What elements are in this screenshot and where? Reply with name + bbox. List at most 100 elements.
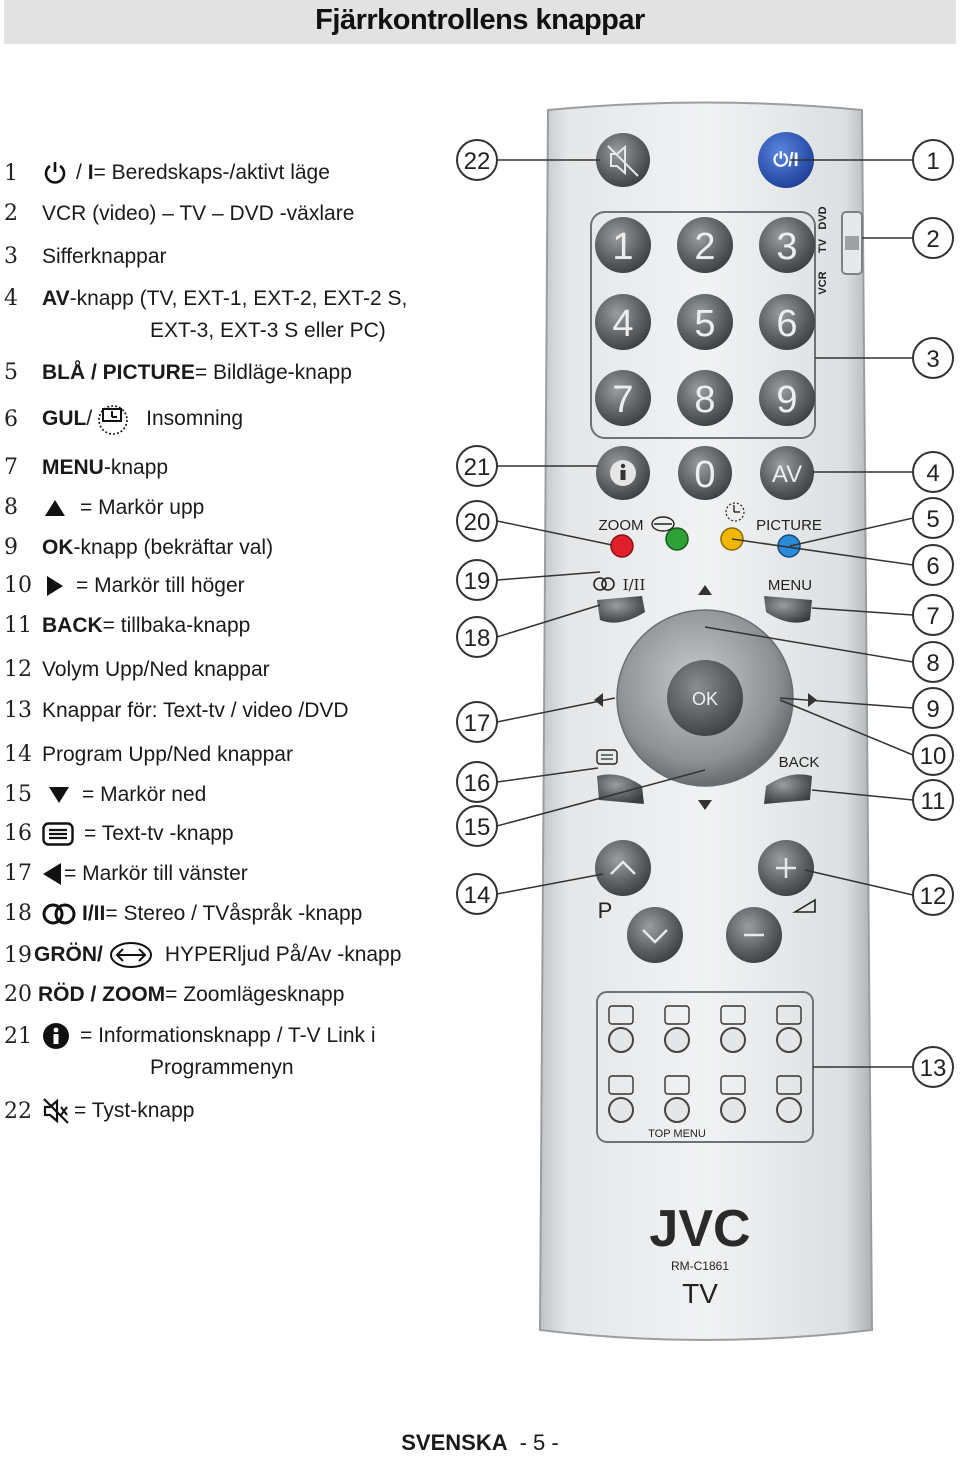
digit-button-0[interactable] xyxy=(678,446,732,500)
item-number: 20 xyxy=(4,982,32,1007)
legend-item-5: 5 BLÅ / PICTURE = Bildläge-knapp xyxy=(4,360,352,385)
callout-number: 15 xyxy=(464,814,491,841)
item-number: 7 xyxy=(4,455,18,480)
item-number: 8 xyxy=(4,495,18,520)
type-label: TV xyxy=(682,1278,718,1309)
item-text: Program Upp/Ned knappar xyxy=(42,742,293,766)
sleep-timer-icon xyxy=(94,402,132,436)
legend-item-13: 13 Knappar för: Text-tv / video /DVD xyxy=(4,698,349,723)
callout-circle xyxy=(456,701,498,743)
callout-circle xyxy=(456,559,498,601)
av-button[interactable] xyxy=(760,446,814,500)
program-up-button[interactable] xyxy=(595,840,651,896)
stereo-icon xyxy=(42,902,78,926)
digit-label-2: 2 xyxy=(694,226,715,268)
digit-label-5: 5 xyxy=(694,303,715,345)
callout-number: 13 xyxy=(920,1055,947,1082)
digit-button-9[interactable] xyxy=(759,370,815,426)
legend-item-4-continuation: EXT-3, EXT-3 S eller PC) xyxy=(150,319,386,342)
power-button[interactable] xyxy=(758,132,814,188)
callout-circle xyxy=(912,337,954,379)
footer-page-number: - 5 - xyxy=(519,1430,559,1455)
item-text: = Informationsknapp / T-V Link i xyxy=(80,1024,376,1047)
callout-number: 22 xyxy=(464,148,491,175)
legend-item-3: 3 Sifferknappar xyxy=(4,244,167,269)
digit-button-2[interactable] xyxy=(677,217,733,273)
legend-item-15: 15 = Markör ned xyxy=(4,782,206,807)
item-number: 18 xyxy=(4,901,32,926)
ok-button[interactable] xyxy=(667,660,743,736)
callout-number: 14 xyxy=(464,882,491,909)
top-menu-label: TOP MENU xyxy=(648,1128,706,1140)
legend-item-11: 11 BACK = tillbaka-knapp xyxy=(4,613,250,638)
legend-item-22: 22 = Tyst-knapp xyxy=(4,1097,194,1125)
item-text-slash: / xyxy=(86,407,93,430)
callout-line xyxy=(496,604,601,638)
menu-label: MENU xyxy=(768,577,812,594)
item-number: 3 xyxy=(4,244,18,269)
green-button[interactable] xyxy=(665,527,689,551)
media-key-4-icon xyxy=(776,1005,802,1025)
item-text-bold: I/II xyxy=(82,901,106,925)
digit-button-4[interactable] xyxy=(595,294,651,350)
digit-button-1[interactable] xyxy=(595,217,651,273)
callout-line xyxy=(704,626,914,663)
red-zoom-button[interactable] xyxy=(610,534,634,558)
digit-button-8[interactable] xyxy=(677,370,733,426)
media-button-6[interactable] xyxy=(664,1097,690,1123)
switch-label-vcr: VCR xyxy=(817,271,829,294)
menu-button[interactable] xyxy=(764,596,812,623)
callout-circle xyxy=(456,761,498,803)
info-icon xyxy=(42,1022,70,1050)
media-button-2[interactable] xyxy=(664,1027,690,1053)
media-button-5[interactable] xyxy=(608,1097,634,1123)
digit-button-5[interactable] xyxy=(677,294,733,350)
back-button[interactable] xyxy=(764,774,812,804)
digit-label-3: 3 xyxy=(776,226,797,268)
callout-number: 2 xyxy=(926,226,939,253)
item-text: = tillbaka-knapp xyxy=(102,613,251,637)
item-text: Insomning xyxy=(146,407,244,430)
callout-line xyxy=(496,520,613,546)
item-number: 4 xyxy=(4,286,18,311)
callout-circle xyxy=(456,500,498,542)
model-label: RM-C1861 xyxy=(671,1259,729,1273)
legend-item-16: 16 = Text-tv -knapp xyxy=(4,821,234,846)
callout-line xyxy=(779,697,914,709)
callout-number: 21 xyxy=(464,454,491,481)
media-button-3[interactable] xyxy=(720,1027,746,1053)
item-number: 16 xyxy=(4,821,32,846)
volume-icon xyxy=(792,898,816,913)
callout-circle xyxy=(456,139,498,181)
item-number: 21 xyxy=(4,1023,32,1049)
digit-panel xyxy=(590,211,816,439)
legend-item-21-continuation: Programmenyn xyxy=(150,1056,294,1079)
item-number: 14 xyxy=(4,742,32,767)
media-button-8[interactable] xyxy=(776,1097,802,1123)
callout-line xyxy=(496,571,601,581)
program-down-button[interactable] xyxy=(627,907,683,963)
ok-label: OK xyxy=(692,689,718,709)
item-number: 15 xyxy=(4,782,32,807)
media-button-1[interactable] xyxy=(608,1027,634,1053)
legend-item-20: 20 RÖD / ZOOM = Zoomlägesknapp xyxy=(4,982,344,1007)
digit-button-7[interactable] xyxy=(595,370,651,426)
legend-item-19: 19 GRÖN/ HYPERljud På/Av -knapp xyxy=(4,941,401,969)
media-key-6-icon xyxy=(664,1075,690,1095)
callout-line xyxy=(496,769,706,827)
stereo-button[interactable] xyxy=(597,596,645,623)
digit-button-6[interactable] xyxy=(759,294,815,350)
media-button-7[interactable] xyxy=(720,1097,746,1123)
media-button-4[interactable] xyxy=(776,1027,802,1053)
media-key-5-icon xyxy=(608,1075,634,1095)
callout-circle xyxy=(912,497,954,539)
digit-label-4: 4 xyxy=(612,303,633,345)
title-bar xyxy=(4,0,956,44)
digit-button-3[interactable] xyxy=(759,217,815,273)
legend-item-14: 14 Program Upp/Ned knappar xyxy=(4,742,293,767)
callout-number: 11 xyxy=(921,788,946,815)
item-number: 5 xyxy=(4,360,18,385)
mode-switch-slider[interactable] xyxy=(845,236,859,250)
callout-number: 8 xyxy=(926,650,939,677)
